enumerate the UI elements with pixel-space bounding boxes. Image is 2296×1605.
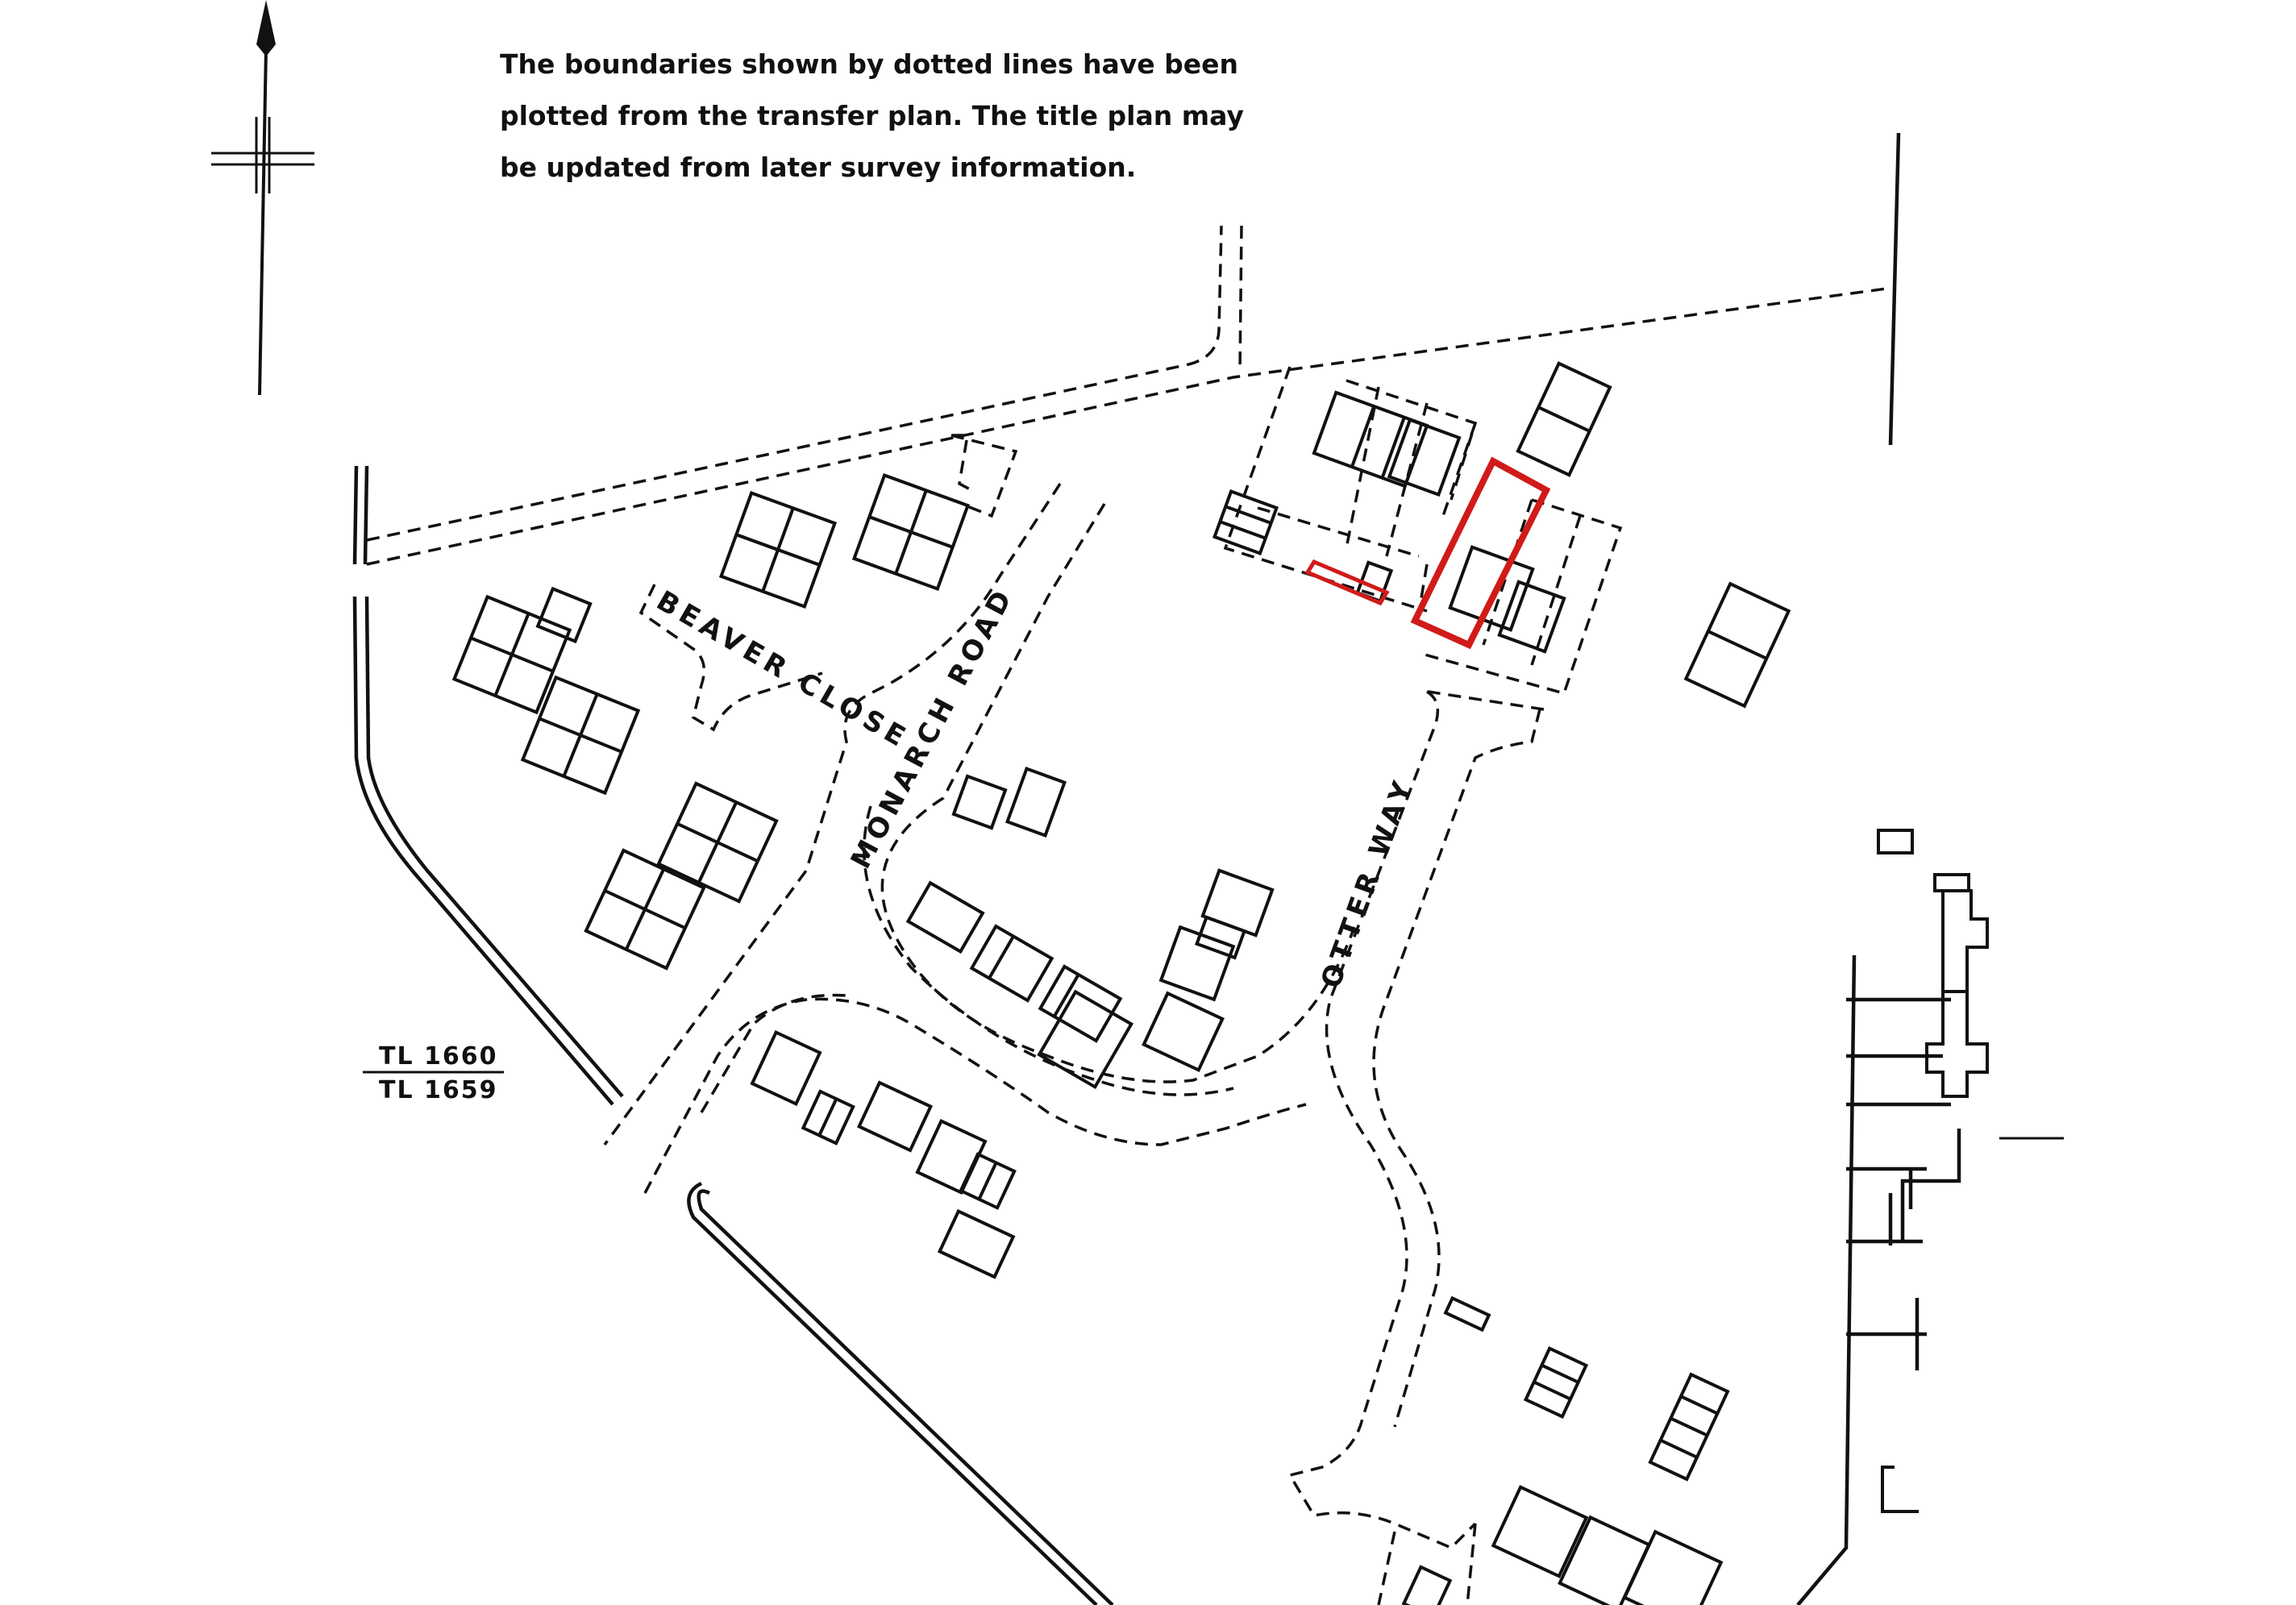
road-label-beaver-close: BEAVER CLOSE [651, 584, 915, 755]
grid-label-upper: TL 1660 [379, 1042, 498, 1071]
road-label-otter-way: OTTER WAY [1315, 773, 1421, 992]
note-line-1: The boundaries shown by dotted lines hav… [500, 48, 1239, 80]
title-boundary [1304, 456, 1551, 650]
dashed-boundaries [366, 225, 1887, 1605]
boundary-note: The boundaries shown by dotted lines hav… [500, 39, 1244, 193]
buildings [451, 361, 1989, 1605]
north-arrow-icon [211, 0, 314, 396]
note-line-3: be updated from later survey information… [500, 152, 1137, 183]
grid-label-lower: TL 1659 [379, 1076, 498, 1104]
grid-reference: TL 1660 TL 1659 [363, 1042, 504, 1104]
note-line-2: plotted from the transfer plan. The titl… [500, 100, 1244, 131]
